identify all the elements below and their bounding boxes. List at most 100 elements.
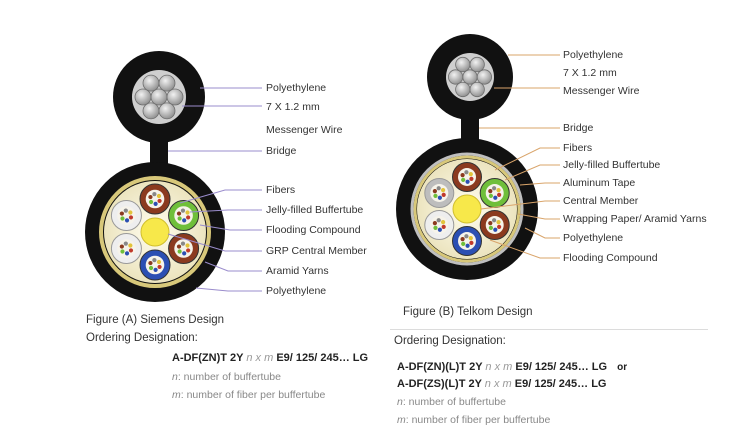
cable-a-leader-lines (167, 87, 262, 292)
label-a-flooding-compound: Flooding Compound (266, 224, 361, 236)
figure-b-caption: Figure (B) Telkom Design (403, 306, 533, 318)
cable-a-fiber (128, 215, 134, 220)
cable-b-fiber (460, 173, 465, 178)
cable-a-central-member (140, 217, 170, 247)
cable-b-strand (455, 56, 471, 73)
leader-b-flooding (489, 239, 560, 259)
cable-a-messenger-strands (134, 74, 184, 120)
cable-a-fiber (153, 267, 158, 273)
label-b-flooding-compound: Flooding Compound (563, 252, 658, 264)
cable-b-fiber (436, 186, 441, 191)
cable-b-fiber (465, 243, 470, 248)
cable-a-fiber (148, 199, 154, 205)
cable-b-fiber (496, 188, 501, 193)
cable-b-messenger-strands (447, 56, 492, 98)
label-b-wire-size: 7 X 1.2 mm (563, 67, 617, 79)
cable-b-fiber (468, 172, 473, 177)
cable-b-fiber (488, 225, 493, 230)
label-b-central-member: Central Member (563, 195, 639, 207)
cable-b-fiber (441, 188, 446, 193)
cable-b-fiber (464, 170, 469, 175)
leader-b-polyethylene-bottom (524, 227, 560, 239)
cable-a-fiber (156, 259, 162, 265)
cable-a-fiber (176, 244, 182, 249)
cable-a-fiber (186, 215, 191, 220)
leader-b-fibers (494, 147, 560, 171)
cable-a-fiber (182, 251, 187, 256)
cable-a-fiber (185, 243, 190, 248)
label-b-messenger-wire: Messenger Wire (563, 85, 640, 97)
cable-b-fiber (432, 221, 437, 226)
cable-b-fiber (492, 218, 497, 223)
cable-a-fiber (177, 216, 182, 221)
cable-b-fiber (465, 179, 470, 184)
cable-b-wrapping-paper (413, 155, 521, 263)
cable-b-fiber (437, 227, 442, 232)
cable-b-fiber (441, 224, 446, 229)
cable-b-fiber (468, 236, 473, 241)
cable-b-fiber (464, 234, 469, 239)
label-b-polyethylene-bottom: Polyethylene (563, 232, 624, 244)
cable-b-fiber (441, 220, 446, 225)
cable-a-fiber (148, 260, 153, 266)
label-a-wire-size: 7 X 1.2 mm (266, 101, 320, 113)
cable-a-fiber (128, 210, 133, 215)
label-a-messenger-wire: Messenger Wire (266, 124, 343, 136)
cable-a-fiber (180, 208, 186, 213)
cable-b-bridge (461, 112, 479, 144)
cable-a (85, 51, 225, 302)
cable-b-fiber (493, 227, 498, 232)
leader-a-fibers (179, 189, 262, 204)
cable-a-strand (142, 74, 160, 92)
cable-a-fiber (119, 244, 124, 249)
cable-b-fiber (461, 177, 466, 182)
cable-b (396, 34, 538, 280)
cable-a-fiber (157, 264, 162, 270)
leader-a-aramid (204, 261, 262, 272)
cable-b-fiber (492, 186, 497, 191)
cable-b-fiber (461, 241, 466, 246)
cable-b-fiber (496, 220, 501, 225)
cable-b-fiber (437, 195, 442, 200)
cable-b-fiber (432, 189, 437, 194)
cable-a-aramid-yarn-ring (99, 176, 211, 288)
cable-a-strand (166, 88, 184, 106)
cable-b-fiber (469, 240, 474, 245)
cable-a-buffertubes (110, 183, 200, 281)
cable-a-fiber (148, 265, 154, 271)
label-b-aluminum-tape: Aluminum Tape (563, 177, 636, 189)
cable-b-strand (455, 81, 471, 98)
leader-b-buffertube (504, 164, 560, 181)
cable-a-fiber (123, 241, 128, 246)
leader-a-polyethylene-bottom (195, 287, 262, 292)
cable-b-fiber (488, 193, 493, 198)
cable-b-fiber (460, 237, 465, 242)
label-b-fibers: Fibers (563, 142, 593, 154)
label-a-fibers: Fibers (266, 184, 296, 196)
cable-b-fiber (488, 221, 493, 226)
cable-a-fiber (176, 211, 182, 216)
label-b-buffertube: Jelly-filled Buffertube (563, 159, 661, 171)
cable-a-fiber (153, 201, 158, 207)
cable-a-fiber (148, 194, 153, 200)
leader-b-aluminum (519, 182, 560, 186)
figure-a-note-n: n: number of buffertube (172, 371, 281, 383)
cable-b-fiber (433, 193, 438, 198)
figure-b-ordering-code-2: A-DF(ZS)(L)T 2Y n x m E9/ 125/ 245… LG (397, 378, 607, 390)
cable-a-fiber (128, 243, 133, 248)
cable-a-fiber (177, 249, 182, 254)
leader-a-buffertube (189, 209, 262, 213)
cable-b-buffertubes (424, 162, 510, 256)
cable-a-fiber (157, 198, 162, 204)
label-a-buffertube: Jelly-filled Buffertube (266, 204, 364, 216)
label-a-polyethylene-bottom: Polyethylene (266, 285, 327, 297)
cable-b-fiber (488, 189, 493, 194)
cable-b-fiber (436, 218, 441, 223)
label-a-bridge: Bridge (266, 145, 297, 157)
figure-a-ordering-code: A-DF(ZN)T 2Y n x m E9/ 125/ 245… LG (172, 352, 369, 364)
cable-b-aluminum-tape (410, 152, 524, 266)
figure-b-ordering-label: Ordering Designation: (394, 335, 506, 347)
